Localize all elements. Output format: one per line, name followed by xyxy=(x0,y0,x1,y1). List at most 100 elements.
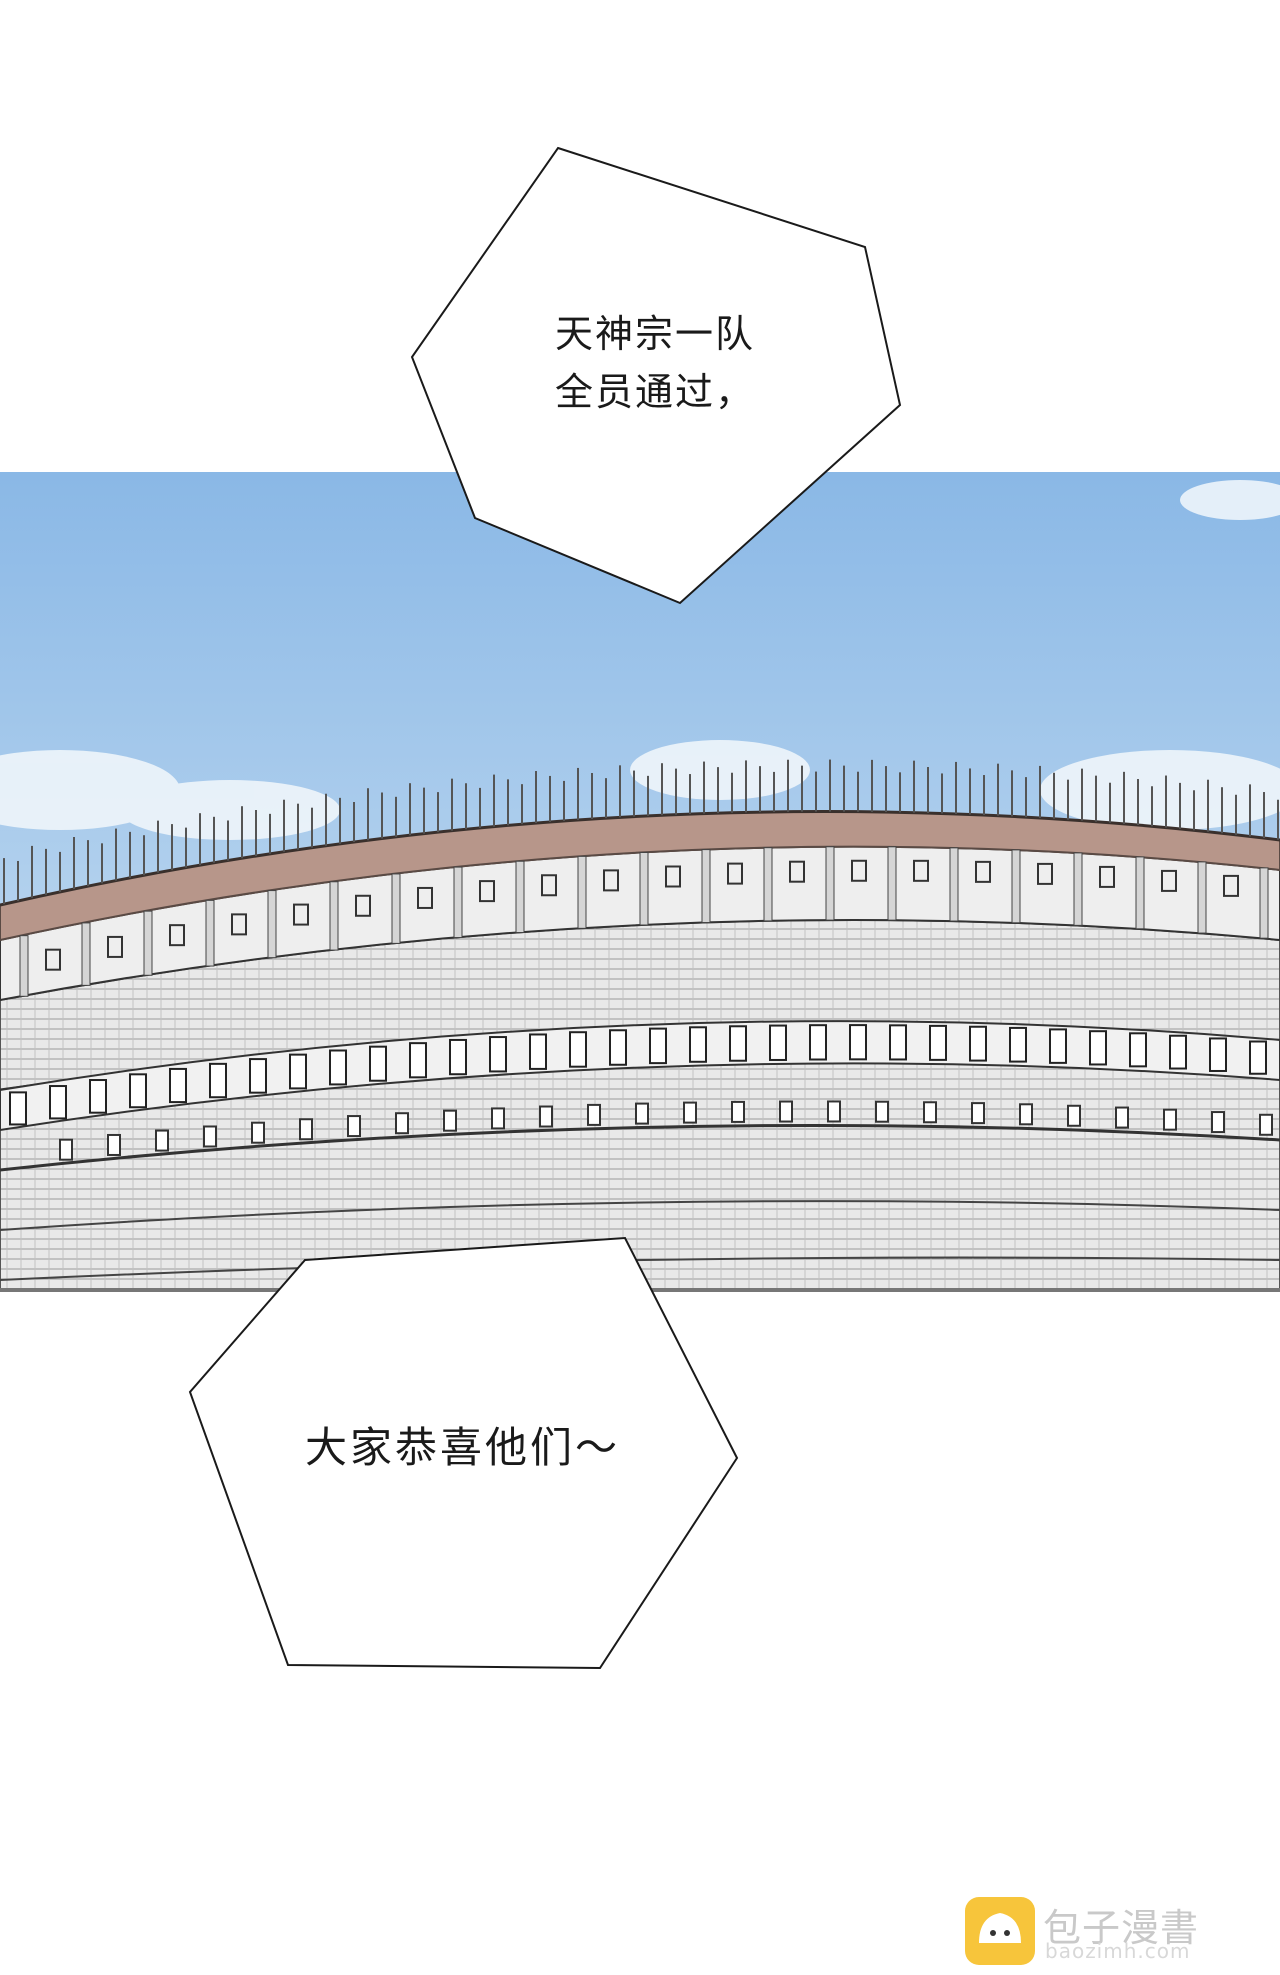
gallery-window xyxy=(249,1058,267,1094)
gallery-window xyxy=(449,1038,467,1076)
column xyxy=(81,922,91,986)
lower-window xyxy=(347,1115,361,1138)
window xyxy=(1099,865,1115,888)
lower-window xyxy=(251,1121,265,1144)
gallery-window xyxy=(729,1025,747,1062)
gallery-window xyxy=(649,1027,667,1065)
column xyxy=(1135,856,1145,930)
gallery-window xyxy=(209,1062,227,1099)
window xyxy=(45,948,61,971)
column xyxy=(453,866,463,939)
watermark-brand: 包子漫書 xyxy=(1043,1906,1200,1950)
lower-window xyxy=(875,1100,889,1123)
gallery-windows xyxy=(9,1024,1267,1126)
window xyxy=(1037,862,1053,885)
column xyxy=(577,855,587,929)
watermark: 包子漫書 baozimh.com xyxy=(965,1895,1265,1965)
lower-window xyxy=(1163,1108,1177,1131)
lower-window xyxy=(1259,1113,1273,1136)
lower-window xyxy=(779,1100,793,1123)
roof-spires xyxy=(3,759,1279,905)
window xyxy=(1223,874,1239,897)
speech-text-lower: 大家恭喜他们～ xyxy=(305,1418,620,1478)
gallery-window xyxy=(1049,1028,1067,1064)
gallery-window xyxy=(489,1036,507,1073)
speech-line: 大家恭喜他们～ xyxy=(305,1423,621,1472)
lower-window xyxy=(203,1125,217,1148)
column xyxy=(1197,861,1207,934)
gallery-window xyxy=(369,1045,387,1082)
gallery-window xyxy=(409,1042,427,1079)
bun-logo-icon xyxy=(965,1897,1035,1965)
lower-window xyxy=(395,1112,409,1135)
window xyxy=(169,924,185,947)
column xyxy=(949,847,959,922)
lower-window xyxy=(683,1101,697,1124)
gallery-window xyxy=(1089,1030,1107,1066)
gallery-window xyxy=(129,1073,147,1109)
column xyxy=(887,846,897,921)
gallery-window xyxy=(809,1024,827,1061)
gallery-window xyxy=(1249,1040,1267,1075)
lower-window xyxy=(539,1105,553,1128)
gallery-window xyxy=(289,1053,307,1090)
gallery-window xyxy=(689,1026,707,1063)
lower-window xyxy=(971,1102,985,1125)
watermark-url: baozimh.com xyxy=(1045,1939,1191,1963)
window xyxy=(789,860,805,883)
gallery-window xyxy=(529,1033,547,1070)
gallery-window xyxy=(969,1025,987,1062)
lower-window xyxy=(1211,1111,1225,1134)
gallery-window xyxy=(1009,1026,1027,1063)
lower-window xyxy=(1115,1106,1129,1129)
column xyxy=(515,860,525,934)
window xyxy=(293,903,309,926)
window xyxy=(975,860,991,883)
gallery-window xyxy=(569,1031,587,1068)
speech-line: 天神宗一队 xyxy=(555,312,756,356)
window xyxy=(913,859,929,882)
lower-window xyxy=(59,1138,73,1161)
window xyxy=(851,859,867,882)
gallery-window xyxy=(49,1085,67,1120)
speech-line: 全员通过， xyxy=(555,370,756,414)
window xyxy=(603,869,619,892)
column xyxy=(19,935,29,997)
column xyxy=(701,849,711,924)
window xyxy=(231,913,247,936)
lower-window xyxy=(299,1118,313,1141)
gallery-window xyxy=(1129,1032,1147,1068)
window xyxy=(355,894,371,917)
column xyxy=(763,847,773,922)
window xyxy=(727,862,743,885)
lower-window xyxy=(923,1101,937,1124)
coliseum-middle-gallery xyxy=(0,1020,1280,1132)
column xyxy=(143,910,153,976)
speech-bubble-lower xyxy=(188,1236,739,1670)
window xyxy=(665,865,681,888)
gallery-window xyxy=(769,1024,787,1061)
column xyxy=(329,881,339,951)
gallery-window xyxy=(329,1049,347,1086)
speech-text-upper: 天神宗一队 全员通过， xyxy=(555,305,755,421)
lower-window xyxy=(107,1133,121,1156)
window xyxy=(541,874,557,897)
upper-columns xyxy=(19,846,1269,997)
column xyxy=(267,890,277,959)
window xyxy=(107,935,123,958)
gallery-window xyxy=(1209,1037,1227,1072)
lower-windows xyxy=(59,1100,1273,1161)
gallery-window xyxy=(849,1024,867,1061)
lower-window xyxy=(1019,1103,1033,1126)
lower-window xyxy=(731,1100,745,1123)
lower-window xyxy=(491,1107,505,1130)
gallery-window xyxy=(89,1079,107,1114)
gallery-window xyxy=(1169,1034,1187,1070)
coliseum-panel xyxy=(0,472,1280,1292)
column xyxy=(391,873,401,944)
lower-window xyxy=(587,1103,601,1126)
column xyxy=(1073,852,1083,926)
window xyxy=(479,880,495,903)
window xyxy=(417,886,433,909)
